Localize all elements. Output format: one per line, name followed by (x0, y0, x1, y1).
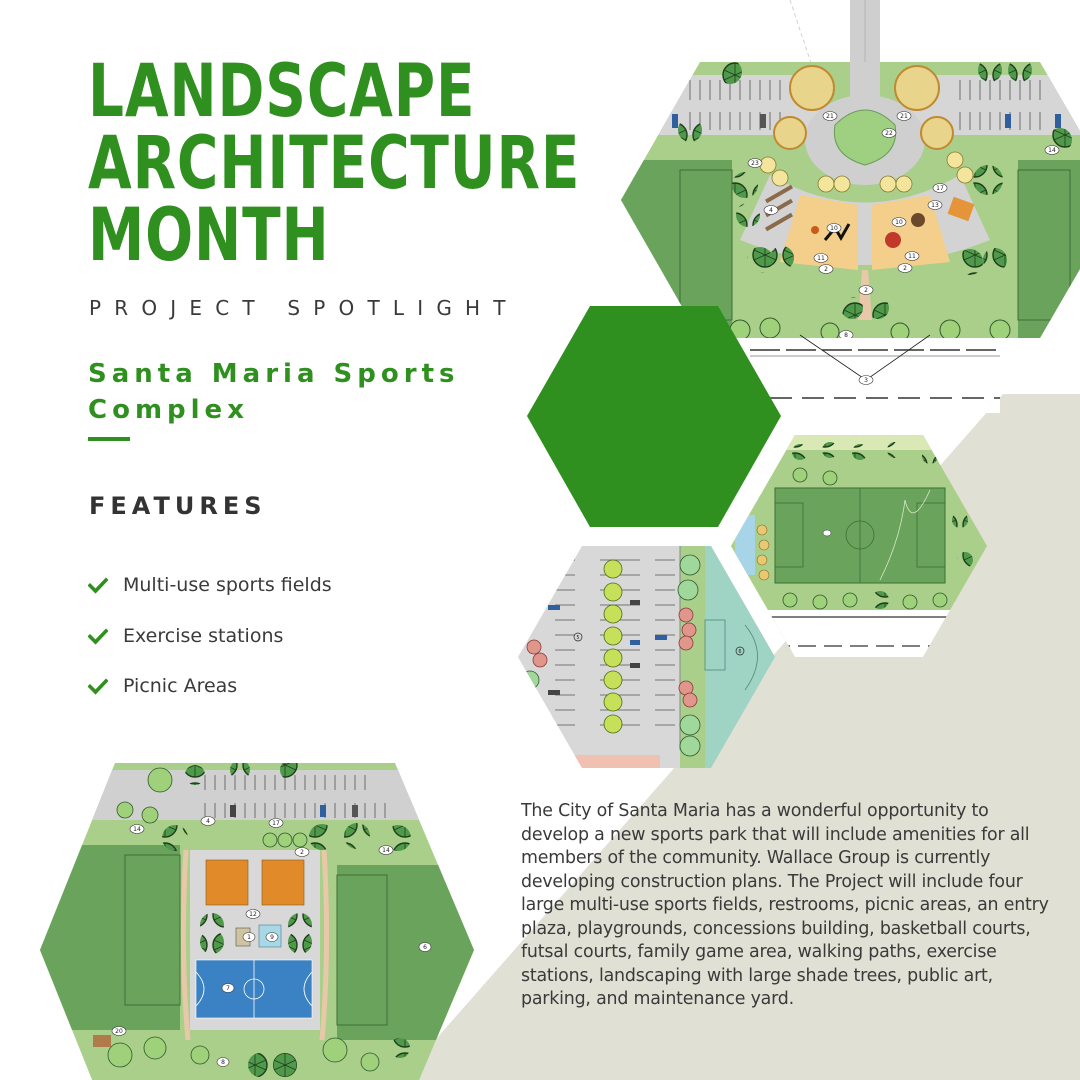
svg-text:10: 10 (830, 225, 838, 232)
check-icon (88, 628, 108, 645)
svg-text:14: 14 (133, 826, 141, 833)
soccer-field-plan-image (731, 435, 987, 657)
features-list: Multi-use sports fields Exercise station… (88, 560, 332, 712)
svg-text:11: 11 (908, 253, 916, 260)
feature-label: Exercise stations (123, 624, 284, 647)
title-line-2: ARCHITECTURE (88, 121, 581, 206)
check-icon (88, 577, 108, 594)
svg-text:2: 2 (903, 265, 907, 272)
feature-label: Picnic Areas (123, 675, 238, 698)
project-name-line-2: Complex (88, 395, 249, 425)
feature-label: Multi-use sports fields (123, 574, 332, 597)
svg-text:8: 8 (844, 332, 848, 339)
svg-text:21: 21 (826, 113, 834, 120)
svg-text:5: 5 (576, 635, 579, 641)
svg-text:3: 3 (864, 377, 868, 384)
project-name-line-1: Santa Maria Sports (88, 359, 460, 389)
svg-text:2: 2 (300, 849, 304, 856)
page-title: LANDSCAPE ARCHITECTURE MONTH (88, 49, 581, 278)
entry-plaza-plan-image: 21 21 22 23 4 10 10 11 11 2 2 2 13 17 14… (621, 62, 1080, 339)
svg-text:12: 12 (249, 911, 257, 918)
svg-text:14: 14 (382, 847, 390, 854)
courts-plan-image: 4 17 2 14 14 12 1 9 7 6 20 8 (40, 763, 474, 1080)
svg-text:13: 13 (931, 202, 939, 209)
street-lines: 3 (750, 334, 1000, 413)
svg-text:11: 11 (817, 255, 825, 262)
svg-text:2: 2 (824, 266, 828, 273)
svg-text:6: 6 (423, 944, 427, 951)
check-icon (88, 678, 108, 695)
features-heading: FEATURES (89, 492, 267, 520)
svg-text:14: 14 (1048, 147, 1056, 154)
feature-item: Picnic Areas (88, 661, 332, 712)
green-accent-hexagon (527, 306, 781, 527)
svg-text:17: 17 (936, 185, 944, 192)
svg-text:23: 23 (751, 160, 759, 167)
svg-text:22: 22 (885, 130, 893, 137)
svg-text:6: 6 (738, 649, 741, 655)
accent-divider (88, 437, 130, 441)
svg-text:9: 9 (270, 934, 274, 941)
project-name: Santa Maria Sports Complex (88, 356, 459, 428)
svg-text:7: 7 (226, 985, 230, 992)
svg-text:1: 1 (247, 934, 251, 941)
svg-text:10: 10 (895, 219, 903, 226)
svg-text:21: 21 (900, 113, 908, 120)
title-line-3: MONTH (88, 193, 330, 278)
svg-text:4: 4 (769, 207, 773, 214)
subtitle: PROJECT SPOTLIGHT (89, 296, 519, 320)
feature-item: Exercise stations (88, 611, 332, 662)
svg-text:8: 8 (221, 1059, 225, 1066)
svg-text:4: 4 (206, 818, 210, 825)
project-description: The City of Santa Maria has a wonderful … (521, 801, 1049, 1009)
svg-text:2: 2 (864, 287, 868, 294)
svg-text:20: 20 (115, 1028, 123, 1035)
svg-text:17: 17 (272, 820, 280, 827)
title-line-1: LANDSCAPE (88, 49, 476, 134)
feature-item: Multi-use sports fields (88, 560, 332, 611)
